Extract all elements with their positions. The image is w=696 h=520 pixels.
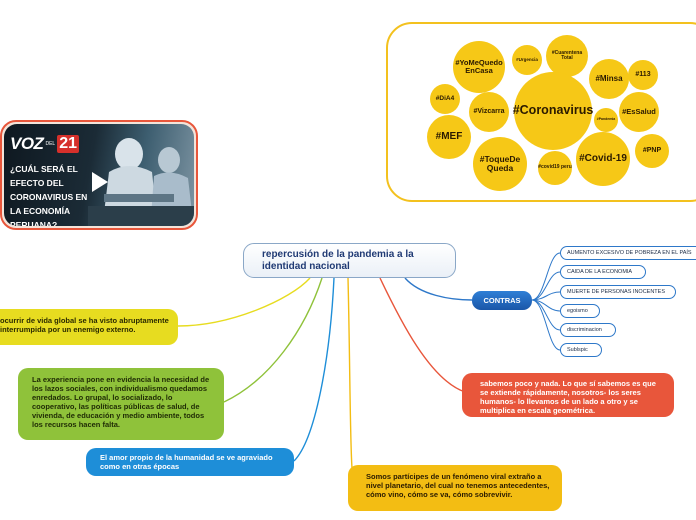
video-thumbnail[interactable]: VOZ DEL 21 ¿CUÁL SERÁ EL EFECTO DEL CORO… — [4, 124, 194, 226]
logo-number: 21 — [57, 135, 79, 153]
contras-item-label: Sublspic — [567, 347, 588, 353]
bubble-cuarentena: #Cuarentena Total — [546, 35, 588, 77]
link-red — [379, 277, 466, 393]
bubble-label: #MEF — [435, 130, 463, 142]
bubble-dia4: #DiA4 — [430, 84, 460, 114]
bubble-label: #113 — [635, 71, 651, 79]
bubble-label: #covid19 peru — [538, 164, 572, 171]
bubble-toquedequeda: #ToqueDe Queda — [473, 137, 527, 191]
lab-scene-image — [88, 138, 194, 226]
contras-links — [531, 252, 561, 351]
contras-item-label: MUERTE DE PERSONAS INOCENTES — [567, 289, 665, 295]
contras-item-label: egoismo — [567, 308, 588, 314]
bubble-covid19: #Covid-19 — [576, 132, 630, 186]
bubble-vizcarra: #Vizcarra — [469, 92, 509, 132]
link-orange — [347, 277, 353, 469]
bubble-label: #Pandemia — [596, 117, 616, 122]
logo-voz: VOZ — [10, 134, 44, 153]
branch-orange[interactable]: Somos partícipes de un fenómeno viral ex… — [348, 465, 562, 511]
bubble-pnp: #PNP — [635, 134, 669, 168]
contras-item[interactable]: discriminacion — [560, 323, 616, 337]
bubble-label: #Covid-19 — [579, 152, 627, 164]
logo-del: DEL — [45, 141, 56, 147]
bubble-minsa: #Minsa — [589, 59, 629, 99]
contras-item[interactable]: egoismo — [560, 304, 600, 318]
bubble-label: #Vizcarra — [473, 108, 505, 116]
branch-red-text: sabemos poco y nada. Lo que sí sabemos e… — [480, 379, 656, 415]
branch-blue[interactable]: El amor propio de la humanidad se ve agr… — [86, 448, 294, 476]
link-yellow — [177, 277, 311, 327]
contras-item[interactable]: CAIDA DE LA ECONOMIA — [560, 265, 646, 279]
link-green — [223, 277, 323, 403]
contras-item-label: discriminacion — [567, 327, 602, 333]
bubble-label: #EsSalud — [622, 107, 656, 117]
bubble-urgencia: #Urgencia — [512, 45, 542, 75]
bubble-label: #Cuarentena Total — [551, 49, 583, 61]
bubble-label: #PNP — [642, 147, 662, 155]
contras-item[interactable]: MUERTE DE PERSONAS INOCENTES — [560, 285, 676, 299]
link-blue — [293, 277, 335, 462]
central-topic[interactable]: repercusión de la pandemia a la identida… — [243, 243, 456, 278]
headline: ¿CUÁL SERÁ EL EFECTO DEL CORONAVIRUS EN … — [10, 164, 88, 226]
play-icon[interactable] — [92, 172, 108, 192]
bubble-covid19peru: #covid19 peru — [538, 151, 572, 185]
bubble-label: #Coronavirus — [512, 103, 594, 118]
branch-orange-text: Somos partícipes de un fenómeno viral ex… — [366, 472, 550, 499]
contras-label: CONTRAS — [483, 296, 521, 305]
branch-blue-text: El amor propio de la humanidad se ve agr… — [100, 453, 273, 471]
branch-green-text: La experiencia pone en evidencia la nece… — [32, 375, 210, 429]
central-topic-label: repercusión de la pandemia a la identida… — [262, 249, 414, 272]
bubble-label: #ToqueDe Queda — [479, 154, 521, 173]
bubble-label: #YoMeQuedo EnCasa — [455, 58, 503, 75]
bubble-essalud: #EsSalud — [619, 92, 659, 132]
hashtag-cloud-card: #YoMeQuedo EnCasa #Urgencia #Cuarentena … — [386, 22, 696, 202]
branch-green[interactable]: La experiencia pone en evidencia la nece… — [18, 368, 224, 440]
voz-logo: VOZ DEL 21 — [10, 134, 79, 154]
contras-item[interactable]: Sublspic — [560, 343, 602, 357]
image-card[interactable]: VOZ DEL 21 ¿CUÁL SERÁ EL EFECTO DEL CORO… — [0, 120, 198, 230]
link-contras — [404, 277, 473, 301]
contras-item-label: AUMENTO EXCESIVO DE POBREZA EN EL PAÍS — [567, 250, 692, 256]
contras-topic[interactable]: CONTRAS — [472, 291, 532, 310]
contras-item-label: CAIDA DE LA ECONOMIA — [567, 269, 633, 275]
bubble-pandemia: #Pandemia — [594, 108, 618, 132]
branch-red[interactable]: sabemos poco y nada. Lo que sí sabemos e… — [462, 373, 674, 417]
bubble-label: #DiA4 — [435, 94, 455, 102]
bubble-label: #Urgencia — [516, 56, 538, 62]
bubble-yomequedo: #YoMeQuedo EnCasa — [453, 41, 505, 93]
contras-item[interactable]: AUMENTO EXCESIVO DE POBREZA EN EL PAÍS — [560, 246, 696, 260]
bubble-coronavirus: #Coronavirus — [512, 72, 594, 150]
branch-yellow[interactable]: ocurrir de vida global se ha visto abrup… — [0, 309, 178, 345]
bubble-label: #Minsa — [595, 73, 623, 83]
branch-yellow-text: ocurrir de vida global se ha visto abrup… — [0, 316, 169, 334]
bubble-113: #113 — [628, 60, 658, 90]
bubble-mef: #MEF — [427, 115, 471, 159]
